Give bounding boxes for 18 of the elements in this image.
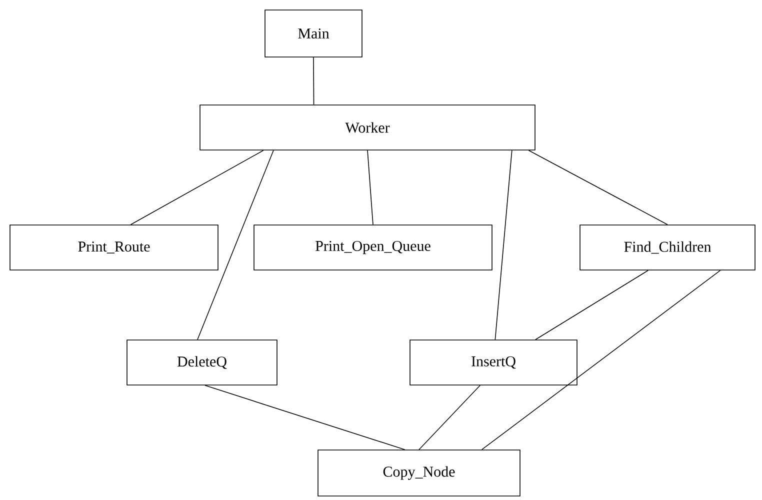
connector-line	[535, 270, 649, 340]
process-box: Main	[264, 10, 362, 58]
connector-line	[418, 385, 480, 450]
process-box: Find_Children	[580, 224, 756, 270]
process-box: Worker	[200, 104, 536, 150]
connector-line	[367, 150, 374, 225]
process-box: Copy_Node	[318, 450, 520, 496]
connector-line	[204, 385, 406, 450]
connector-line	[528, 150, 668, 225]
connector-line	[197, 150, 274, 340]
process-box: Print_Route	[10, 224, 218, 270]
process-box: InsertQ	[410, 340, 578, 386]
connector-line	[130, 150, 264, 225]
process-box: Print_Open_Queue	[254, 224, 492, 270]
connector-line	[494, 150, 512, 340]
connector-line	[313, 57, 314, 105]
connector-line	[481, 270, 721, 450]
process-box: DeleteQ	[126, 340, 278, 386]
